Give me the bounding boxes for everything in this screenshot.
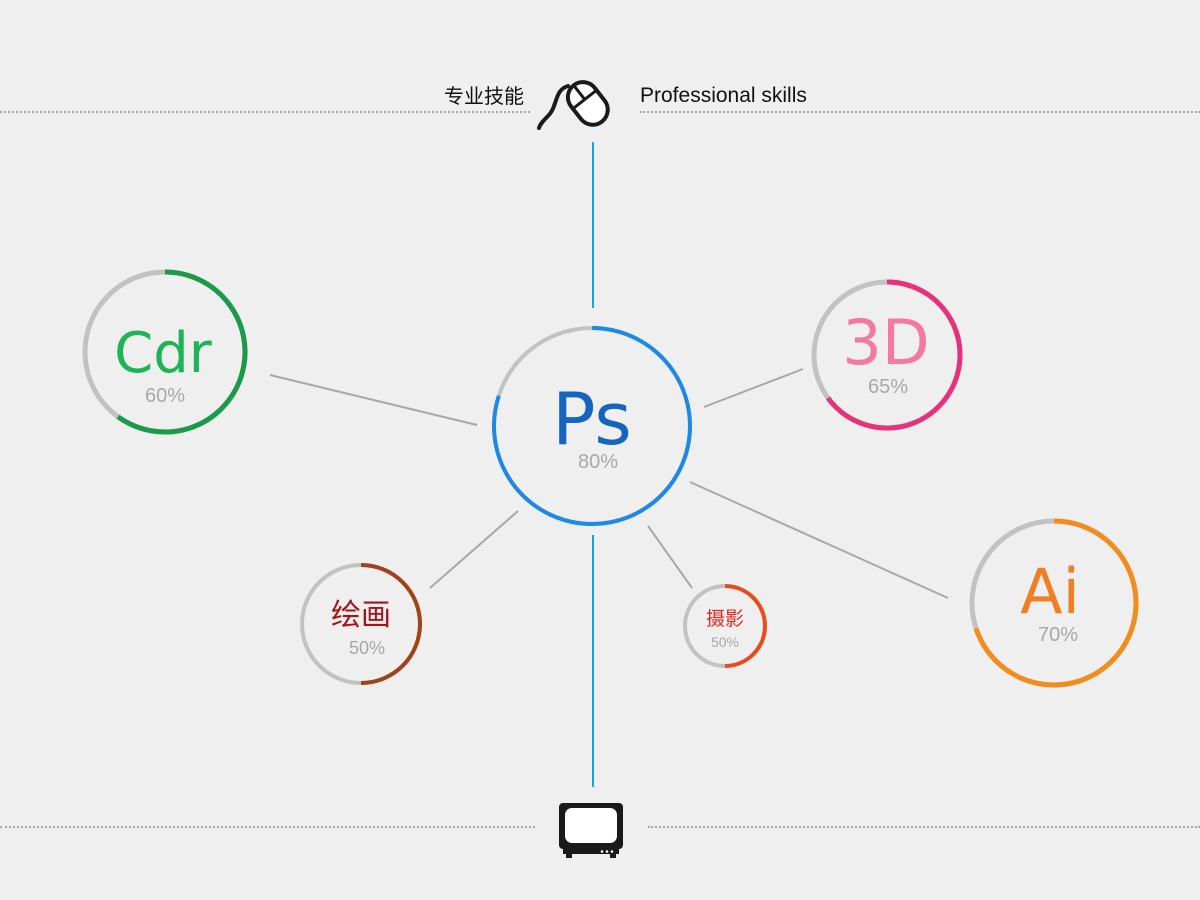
- ring-progress: [825, 279, 963, 431]
- mouse-icon: [537, 80, 610, 130]
- ring-progress: [724, 584, 767, 668]
- connector-cdr: [269, 374, 478, 426]
- skill-label: Cdr: [114, 321, 213, 386]
- skill-ring-photo: 摄影 50%: [683, 584, 767, 668]
- title-english: Professional skills: [640, 84, 807, 107]
- skill-percent: 70%: [1038, 624, 1078, 646]
- skill-ring-paint: 绘画 50%: [300, 563, 422, 685]
- bottom-left-dotted-rule: [0, 826, 535, 828]
- skill-percent: 50%: [711, 634, 739, 650]
- title-chinese: 专业技能: [444, 84, 524, 108]
- skill-label: Ai: [1020, 555, 1080, 628]
- tv-icon: [559, 803, 623, 858]
- skill-label: 绘画: [331, 598, 391, 633]
- skill-percent: 60%: [145, 385, 185, 407]
- connector-photo: [647, 525, 693, 589]
- skill-label: 摄影: [706, 608, 744, 630]
- ring-progress: [492, 326, 692, 526]
- skill-percent: 50%: [349, 638, 385, 658]
- bottom-right-dotted-rule: [648, 826, 1200, 828]
- connector-ai: [689, 481, 949, 599]
- top-right-dotted-rule: [640, 111, 1200, 113]
- skill-label: Ps: [552, 377, 632, 461]
- connector-paint: [429, 510, 519, 589]
- ring-progress: [116, 269, 248, 435]
- connector-3d: [703, 368, 804, 408]
- skill-percent: 80%: [578, 451, 618, 473]
- skill-label: 3D: [842, 306, 929, 379]
- top-left-dotted-rule: [0, 111, 530, 113]
- skill-percent: 65%: [868, 376, 908, 398]
- ring-progress: [973, 518, 1139, 688]
- ring-progress: [360, 563, 422, 685]
